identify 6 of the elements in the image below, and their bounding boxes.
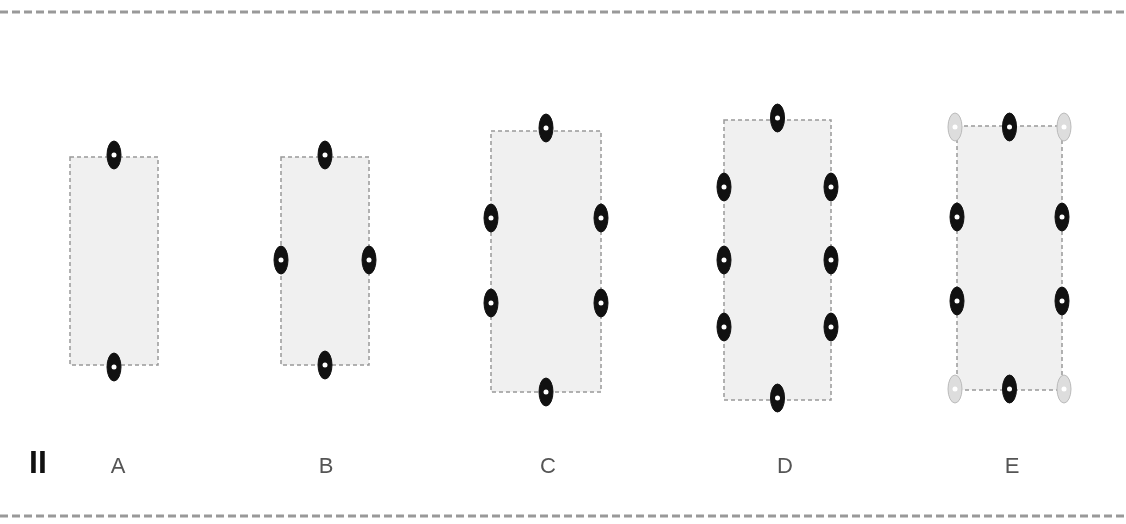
panel-letter: C bbox=[540, 453, 556, 479]
panel-letter: B bbox=[318, 453, 334, 479]
section-number: II bbox=[29, 445, 47, 479]
panel-letter: A bbox=[110, 453, 126, 479]
panel-letter: E bbox=[1004, 453, 1020, 479]
panel-letter: D bbox=[777, 453, 793, 479]
